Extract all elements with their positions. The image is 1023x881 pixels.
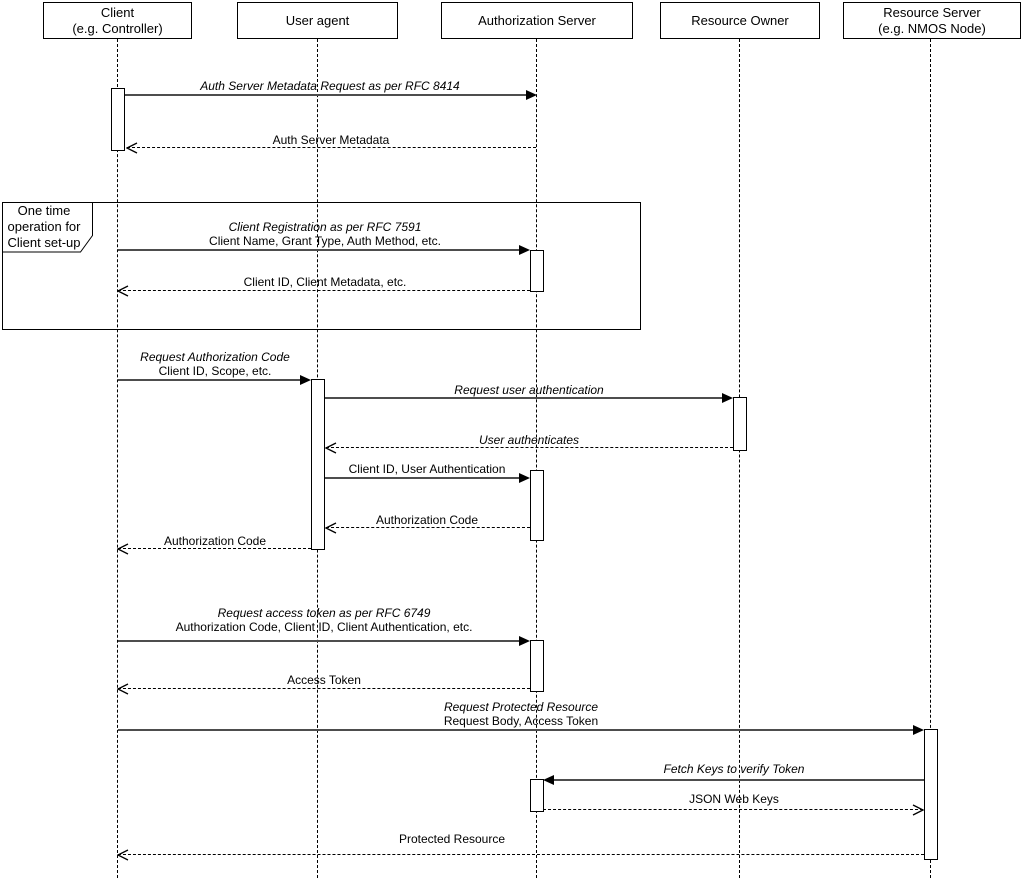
message-arrow bbox=[118, 729, 913, 731]
participant-label: Client bbox=[100, 4, 135, 20]
message-label: JSON Web Keys bbox=[689, 792, 779, 806]
participant-label: Authorization Server bbox=[478, 12, 596, 28]
message-label: Request user authentication bbox=[454, 383, 604, 397]
message-label: Client Registration as per RFC 7591 bbox=[228, 220, 422, 234]
open-arrowhead-icon bbox=[912, 804, 924, 816]
message-sublabel: Authorization Code, Client ID, Client Au… bbox=[175, 620, 473, 634]
message-label: Client ID, User Authentication bbox=[348, 462, 506, 476]
filled-arrowhead-icon bbox=[519, 636, 530, 646]
filled-arrowhead-icon bbox=[526, 90, 537, 100]
message-arrow bbox=[118, 379, 300, 381]
filled-arrowhead-icon bbox=[519, 473, 530, 483]
message-arrow bbox=[118, 249, 519, 251]
message-label: Authorization Code bbox=[163, 534, 267, 548]
participant-label: Resource Server bbox=[883, 4, 981, 20]
participant-sublabel: (e.g. Controller) bbox=[72, 20, 163, 36]
activation-authserver-keys bbox=[530, 779, 544, 812]
message-arrow bbox=[118, 688, 530, 689]
message-label: Auth Server Metadata Request as per RFC … bbox=[200, 79, 460, 93]
activation-resource-server bbox=[924, 729, 938, 860]
open-arrowhead-icon bbox=[325, 442, 337, 454]
message-arrow bbox=[325, 477, 519, 479]
message-arrow bbox=[118, 640, 519, 642]
message-arrow bbox=[326, 447, 733, 448]
filled-arrowhead-icon bbox=[913, 725, 924, 735]
participant-sublabel: (e.g. NMOS Node) bbox=[878, 20, 986, 36]
message-arrow bbox=[118, 854, 924, 855]
open-arrowhead-icon bbox=[117, 543, 129, 555]
message-arrow bbox=[118, 290, 530, 291]
message-label: Request access token as per RFC 6749 bbox=[217, 606, 431, 620]
message-arrow bbox=[325, 397, 722, 399]
open-arrowhead-icon bbox=[117, 683, 129, 695]
activation-authserver-token bbox=[530, 640, 544, 692]
message-sublabel: Client ID, Scope, etc. bbox=[158, 364, 272, 378]
message-arrow bbox=[118, 548, 311, 549]
activation-user-agent bbox=[311, 379, 325, 550]
message-sublabel: Client Name, Grant Type, Auth Method, et… bbox=[209, 234, 441, 248]
message-arrow bbox=[326, 527, 530, 528]
activation-resource-owner bbox=[733, 397, 747, 451]
participant-resource-server: Resource Server (e.g. NMOS Node) bbox=[843, 2, 1021, 39]
message-label: Auth Server Metadata bbox=[272, 133, 390, 147]
activation-authserver-registration bbox=[530, 250, 544, 292]
message-sublabel: Request Body, Access Token bbox=[443, 714, 599, 728]
lifeline-client bbox=[117, 39, 118, 878]
participant-resource-owner: Resource Owner bbox=[660, 2, 820, 39]
activation-client-metadata bbox=[111, 88, 125, 151]
participant-label: User agent bbox=[285, 12, 350, 28]
message-label: Request Authorization Code bbox=[140, 350, 290, 364]
message-label: Protected Resource bbox=[398, 832, 506, 846]
open-arrowhead-icon bbox=[117, 285, 129, 297]
filled-arrowhead-icon bbox=[543, 775, 554, 785]
filled-arrowhead-icon bbox=[722, 393, 733, 403]
participant-user-agent: User agent bbox=[237, 2, 398, 39]
frame-one-time-operation bbox=[2, 202, 641, 330]
frame-label: One time operation for Client set-up bbox=[7, 203, 81, 250]
message-arrow bbox=[125, 94, 526, 96]
participant-label: Resource Owner bbox=[691, 12, 789, 28]
open-arrowhead-icon bbox=[325, 522, 337, 534]
open-arrowhead-icon bbox=[126, 142, 138, 154]
message-label: Request Protected Resource bbox=[443, 700, 599, 714]
message-label: Access Token bbox=[287, 673, 361, 687]
filled-arrowhead-icon bbox=[300, 375, 311, 385]
message-label: Authorization Code bbox=[375, 513, 479, 527]
lifeline-resource-server bbox=[930, 39, 931, 878]
message-arrow bbox=[554, 779, 924, 781]
message-label: Client ID, Client Metadata, etc. bbox=[243, 275, 407, 289]
message-arrow bbox=[543, 809, 923, 810]
lifeline-authorization-server bbox=[536, 39, 537, 878]
message-label: User authenticates bbox=[478, 433, 580, 447]
filled-arrowhead-icon bbox=[519, 245, 530, 255]
participant-client: Client (e.g. Controller) bbox=[43, 2, 192, 39]
participant-authorization-server: Authorization Server bbox=[441, 2, 633, 39]
message-label: Fetch Keys to verify Token bbox=[663, 762, 805, 776]
frame-label-pentagon bbox=[2, 202, 93, 253]
message-arrow bbox=[127, 147, 536, 148]
activation-authserver-authcode bbox=[530, 470, 544, 541]
lifeline-resource-owner bbox=[739, 39, 740, 878]
open-arrowhead-icon bbox=[117, 849, 129, 861]
